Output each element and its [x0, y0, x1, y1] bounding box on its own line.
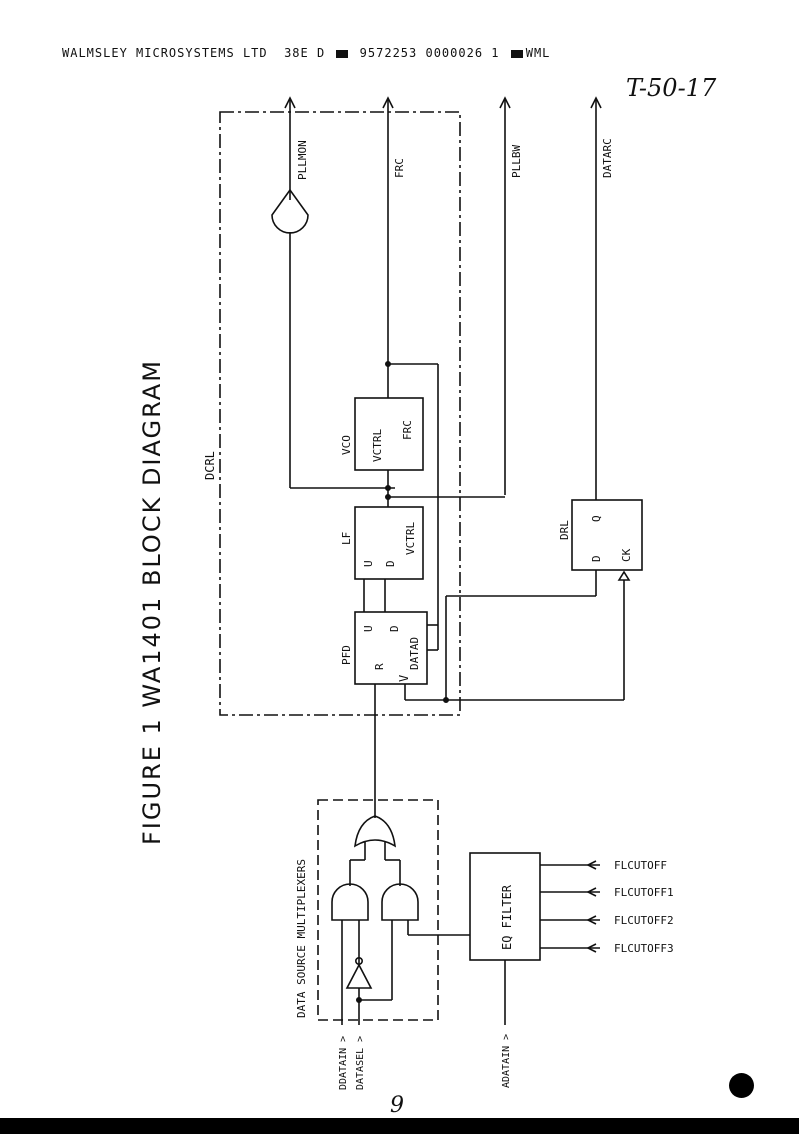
figure-title: FIGURE 1 WA1401 BLOCK DIAGRAM: [138, 359, 166, 845]
label-flcutoff1: FLCUTOFF1: [614, 886, 674, 899]
frc-arrow-icon: [382, 96, 394, 109]
label-drl-q: Q: [590, 515, 603, 522]
scan-bottom-edge: [0, 1118, 799, 1134]
drl-block: [571, 499, 643, 571]
label-ddatain: DDATAIN >: [338, 1036, 349, 1090]
header-block-mark-2: [510, 49, 523, 58]
label-flcutoff2: FLCUTOFF2: [614, 914, 674, 927]
pllbw-arrow-icon: [499, 96, 511, 109]
label-lf: LF: [340, 532, 353, 545]
document-header: WALMSLEY MICROSYSTEMS LTD 38E D 9572253 …: [62, 46, 550, 60]
label-adatain: ADATAIN >: [501, 1034, 512, 1088]
flcutoff2-arrow-icon: [586, 915, 597, 925]
label-pfd-d: D: [388, 625, 401, 632]
label-pllmon: PLLMON: [296, 140, 309, 180]
pfd-block: [354, 611, 428, 685]
datarc-arrow-icon: [590, 96, 602, 109]
label-eq: EQ FILTER: [500, 884, 514, 950]
label-drl-ck: CK: [620, 548, 633, 562]
label-dcrl: DCRL: [203, 451, 217, 480]
label-pfd-v: V: [397, 675, 411, 682]
page-number: 9: [390, 1093, 404, 1118]
and-gate-2-icon: [381, 883, 419, 921]
label-vco: VCO: [340, 435, 353, 455]
label-flcutoff: FLCUTOFF: [614, 859, 667, 872]
label-frc-out: FRC: [393, 158, 406, 178]
or-gate-icon: [354, 815, 396, 848]
header-number: 9572253 0000026 1: [359, 46, 500, 60]
label-lf-u: U: [362, 560, 375, 567]
label-flcutoff3: FLCUTOFF3: [614, 942, 674, 955]
flcutoff1-arrow-icon: [586, 887, 597, 897]
inverter-icon: [345, 963, 373, 989]
mux-boundary: [317, 799, 439, 1021]
label-pfd-datad: DATAD: [408, 637, 421, 670]
label-drl-d: D: [590, 555, 603, 562]
label-pfd-r: R: [373, 663, 386, 670]
header-code: 38E D: [284, 46, 326, 60]
label-lf-vctrl: VCTRL: [404, 522, 417, 555]
label-pfd: PFD: [340, 645, 353, 665]
label-pllbw: PLLBW: [510, 145, 523, 178]
label-lf-d: D: [384, 560, 397, 567]
vco-block: [354, 397, 424, 471]
header-company: WALMSLEY MICROSYSTEMS LTD: [62, 46, 268, 60]
label-vco-frc: FRC: [401, 420, 414, 440]
dcrl-boundary: [219, 111, 461, 716]
label-vco-vctrl: VCTRL: [371, 429, 384, 462]
registration-dot: [729, 1073, 754, 1098]
and-gate-1-icon: [331, 883, 369, 921]
label-datarc: DATARC: [601, 138, 614, 178]
label-drl: DRL: [558, 520, 571, 540]
label-pfd-u: U: [362, 625, 375, 632]
flcutoff-arrow-icon: [586, 860, 597, 870]
header-right: WML: [525, 46, 551, 60]
lf-block: [354, 506, 424, 580]
ck-clock-icon: [617, 570, 631, 581]
header-block-mark: [336, 49, 349, 58]
label-mux: DATA SOURCE MULTIPLEXERS: [295, 859, 308, 1018]
pllmon-arrow-icon: [284, 96, 296, 109]
label-datasel: DATASEL >: [355, 1036, 366, 1090]
handwritten-reference: T-50-17: [626, 74, 717, 102]
flcutoff3-arrow-icon: [586, 943, 597, 953]
